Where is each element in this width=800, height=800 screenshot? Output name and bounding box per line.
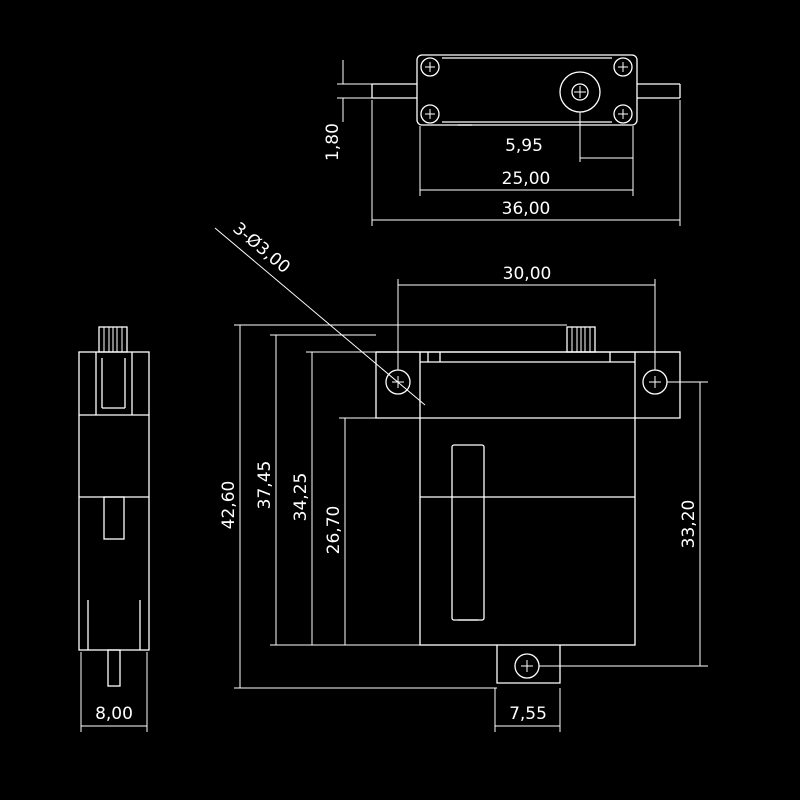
output-shaft-icon: [559, 71, 601, 162]
dim-total-height-label: 42,60: [219, 481, 239, 530]
top-view: 1,80 5,95 25,00 36,00: [323, 54, 681, 226]
front-view-dimensions: [214, 227, 701, 732]
side-gear-icon: [98, 326, 128, 353]
dim-gear-height-label: 37,45: [255, 461, 275, 510]
dim-front-hole-spacing-label: 30,00: [503, 264, 552, 284]
dim-body-height-label: 34,25: [291, 473, 311, 522]
side-view-outline: [78, 351, 150, 651]
dim-tab-width-label: 7,55: [509, 704, 547, 724]
dim-hole-spacing-label: 25,00: [502, 169, 551, 189]
top-screw-icon: [420, 57, 633, 124]
front-gear-icon: [566, 326, 596, 353]
front-view-outline: [375, 351, 681, 684]
side-shaft: [107, 649, 121, 687]
side-view: 8,00: [78, 326, 150, 732]
dim-thickness-label: 1,80: [323, 123, 343, 161]
top-view-dimensions: [337, 60, 681, 226]
top-view-outline: [371, 54, 681, 126]
dim-overall-length-label: 36,00: [502, 199, 551, 219]
mounting-hole-icon: [385, 369, 708, 679]
front-view: 3-Ø3,00 30,00 42,60 37,45 34,25 26,70 33…: [214, 219, 708, 732]
dim-horn-offset-label: 5,95: [505, 136, 543, 156]
side-view-dimensions: [80, 652, 148, 732]
dim-side-width-label: 8,00: [95, 704, 133, 724]
dim-lower-height-label: 26,70: [324, 506, 344, 555]
dim-mount-spacing-label: 33,20: [679, 500, 699, 549]
